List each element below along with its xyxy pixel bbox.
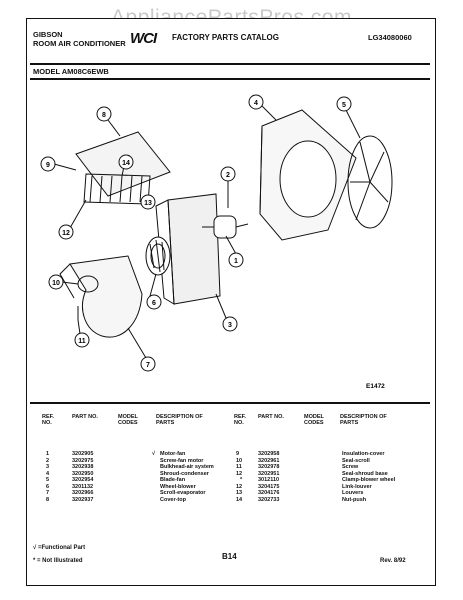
bulkhead-part bbox=[167, 193, 221, 305]
callout-14: 14 bbox=[118, 154, 134, 170]
col-description-right: DESCRIPTION OF PARTS bbox=[340, 414, 387, 426]
callout-7: 7 bbox=[140, 356, 156, 372]
callout-9: 9 bbox=[40, 156, 56, 172]
col-ref-no-right: REF. NO. bbox=[234, 414, 246, 426]
model-label: MODEL AM08C6EWB bbox=[33, 67, 109, 76]
condenser-shroud-part bbox=[259, 109, 357, 241]
callout-4: 4 bbox=[248, 94, 264, 110]
product-name: ROOM AIR CONDITIONER bbox=[33, 39, 126, 48]
svg-text:6: 6 bbox=[152, 300, 156, 307]
wci-logo: WCI bbox=[130, 30, 157, 47]
svg-text:13: 13 bbox=[144, 200, 152, 207]
header-rule bbox=[30, 63, 430, 65]
callout-1: 1 bbox=[228, 252, 244, 268]
fan-blade-part bbox=[347, 135, 393, 229]
svg-text:10: 10 bbox=[52, 280, 60, 287]
exploded-parts-diagram: 1 2 3 4 5 6 7 8 9 10 11 12 13 14 E1472 bbox=[40, 94, 393, 390]
col-ref-no-left: REF. NO. bbox=[42, 414, 54, 426]
functional-part-mark: √ bbox=[152, 451, 156, 457]
scroll-evaporator-part bbox=[69, 255, 143, 338]
svg-text:4: 4 bbox=[254, 100, 258, 107]
svg-text:3: 3 bbox=[228, 322, 232, 329]
blower-wheel-part bbox=[145, 236, 171, 276]
model-rule bbox=[30, 78, 430, 80]
callout-3: 3 bbox=[222, 316, 238, 332]
svg-text:7: 7 bbox=[146, 362, 150, 369]
table-top-rule bbox=[30, 402, 430, 404]
svg-text:8: 8 bbox=[102, 112, 106, 119]
col-model-codes-right: MODEL CODES bbox=[304, 414, 324, 426]
col-model-codes-left: MODEL CODES bbox=[118, 414, 138, 426]
col-description-left: DESCRIPTION OF PARTS bbox=[156, 414, 203, 426]
svg-text:12: 12 bbox=[62, 230, 70, 237]
catalog-title: FACTORY PARTS CATALOG bbox=[172, 33, 279, 42]
svg-text:9: 9 bbox=[46, 162, 50, 169]
fan-motor-part bbox=[202, 215, 249, 239]
callout-13: 13 bbox=[140, 194, 156, 210]
legend-not-illustrated: * = Not Illustrated bbox=[33, 558, 83, 564]
callout-8: 8 bbox=[96, 106, 112, 122]
col-part-no-left: PART NO. bbox=[72, 414, 98, 420]
svg-text:14: 14 bbox=[122, 160, 130, 167]
callout-11: 11 bbox=[74, 332, 90, 348]
svg-text:1: 1 bbox=[234, 258, 238, 265]
callout-12: 12 bbox=[58, 224, 74, 240]
brand-name: GIBSON bbox=[33, 30, 63, 39]
catalog-code: LG34080060 bbox=[368, 33, 412, 42]
legend-functional-part: √ =Functional Part bbox=[33, 545, 86, 551]
svg-text:11: 11 bbox=[78, 338, 86, 345]
col-part-no-right: PART NO. bbox=[258, 414, 284, 420]
svg-text:2: 2 bbox=[226, 172, 230, 179]
callout-5: 5 bbox=[336, 96, 352, 112]
callout-10: 10 bbox=[48, 274, 64, 290]
page-number: B14 bbox=[222, 552, 237, 561]
callout-2: 2 bbox=[220, 166, 236, 182]
revision-date: Rev. 8/92 bbox=[380, 558, 406, 564]
callout-6: 6 bbox=[146, 294, 162, 310]
figure-id: E1472 bbox=[366, 383, 385, 390]
svg-text:5: 5 bbox=[342, 102, 346, 109]
